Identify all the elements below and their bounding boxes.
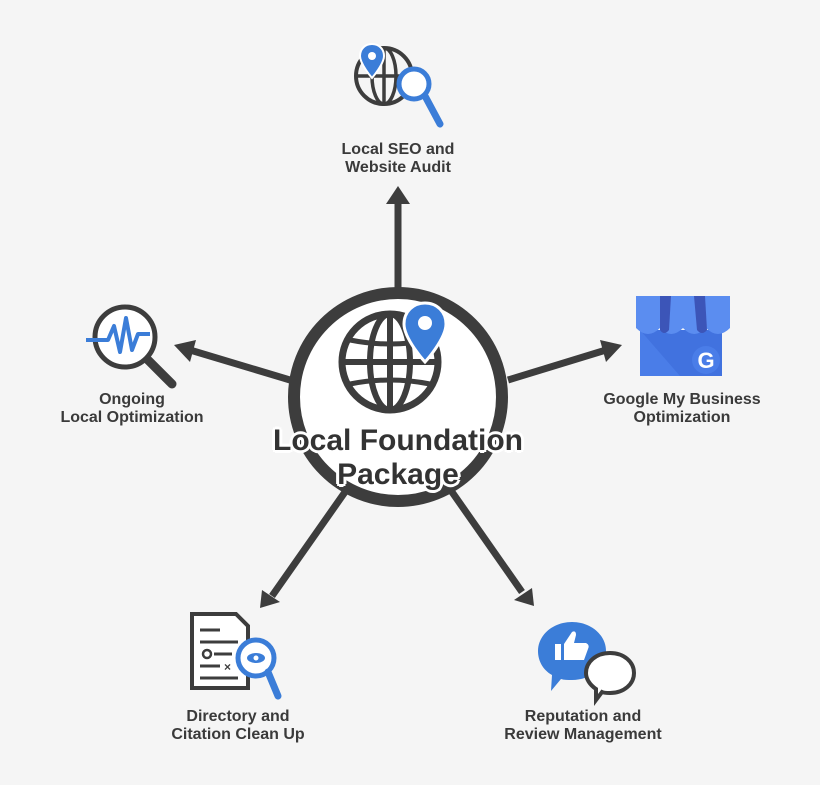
- node-label-ongoing-line1: Ongoing: [99, 391, 165, 408]
- arrowhead-ongoing: [174, 340, 196, 362]
- document-search-icon: ×: [190, 612, 282, 700]
- pulse-search-icon: [86, 304, 177, 389]
- center-title-line2: Package: [337, 458, 459, 491]
- arrow-to-ongoing: [188, 346, 292, 384]
- google-my-business-icon: G: [636, 296, 730, 376]
- node-label-directory-line1: Directory and: [186, 708, 290, 725]
- arrowhead-directory: [260, 590, 280, 608]
- node-label-directory-line2: Citation Clean Up: [171, 726, 305, 743]
- arrow-to-gmb: [506, 346, 608, 384]
- node-label-seo-line1: Local SEO and: [341, 141, 455, 158]
- node-label-reputation-line1: Reputation and: [524, 708, 642, 725]
- arrow-to-directory: [269, 489, 348, 599]
- node-label-ongoing-line2: Local Optimization: [60, 409, 204, 426]
- arrowhead-seo: [386, 186, 410, 204]
- arrowhead-reputation: [514, 588, 534, 606]
- node-label-ongoing: Ongoing Local Optimization: [36, 391, 228, 427]
- arrowhead-gmb: [600, 340, 622, 362]
- node-label-gmb-line2: Optimization: [633, 409, 731, 426]
- node-label-reputation-line2: Review Management: [504, 726, 662, 743]
- node-label-directory: Directory and Citation Clean Up: [140, 708, 336, 744]
- node-label-gmb: Google My Business Optimization: [586, 391, 778, 427]
- globe-pin-icon: [338, 301, 448, 414]
- connector-arrows: [174, 186, 622, 608]
- node-label-reputation: Reputation and Review Management: [470, 708, 696, 744]
- node-label-seo-line2: Website Audit: [345, 159, 451, 176]
- center-hub: [288, 287, 508, 507]
- svg-text:×: ×: [224, 660, 231, 674]
- globe-search-icon: [354, 42, 444, 128]
- arrow-to-reputation: [449, 489, 525, 595]
- center-title-line1: Local Foundation: [273, 424, 523, 457]
- chat-thumbs-up-icon: [538, 622, 637, 706]
- center-title: Local Foundation Package: [210, 424, 586, 492]
- node-label-seo: Local SEO and Website Audit: [300, 141, 496, 177]
- google-g-glyph: G: [697, 348, 714, 373]
- node-label-gmb-line1: Google My Business: [603, 391, 761, 408]
